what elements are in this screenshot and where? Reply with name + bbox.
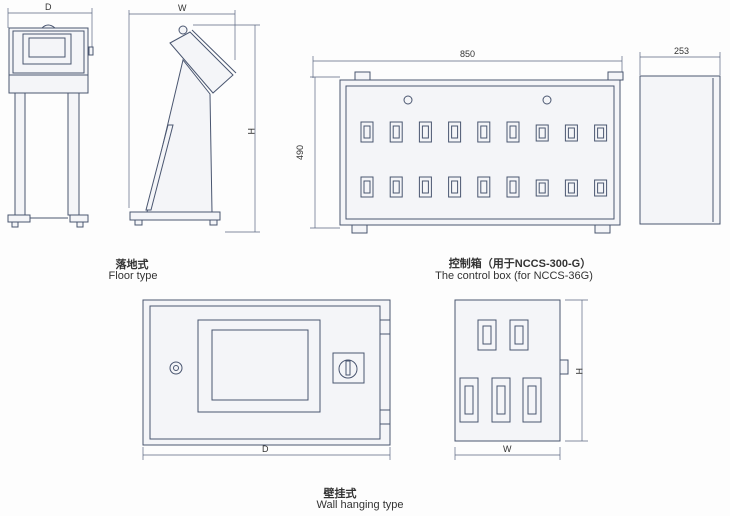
- slot-grid: [360, 121, 608, 198]
- slot: [389, 176, 403, 198]
- slot: [418, 176, 432, 198]
- dim-h-label-wall: H: [574, 368, 584, 375]
- slot-inner: [363, 125, 371, 139]
- slot: [564, 124, 578, 142]
- slot: [360, 176, 374, 198]
- slot-inner: [480, 125, 488, 139]
- control-box-caption-en: The control box (for NCCS-36G): [435, 270, 593, 282]
- slot: [389, 121, 403, 143]
- slot: [506, 121, 520, 143]
- dim-w-label: W: [178, 3, 187, 13]
- slot: [564, 179, 578, 197]
- slot: [477, 176, 491, 198]
- dim-490-label: 490: [295, 145, 305, 160]
- slot: [448, 121, 462, 143]
- dim-w-label-wall: W: [503, 444, 512, 454]
- slot-inner: [597, 127, 605, 139]
- control-box-caption-cn: 控制箱（用于NCCS-300-G）: [448, 258, 592, 270]
- slot-inner: [567, 182, 575, 194]
- slot: [418, 121, 432, 143]
- slot-inner: [363, 180, 371, 194]
- slot: [594, 124, 608, 142]
- slot-inner: [509, 180, 517, 194]
- control-box-front-view: 850 490: [295, 49, 624, 234]
- slot-inner: [480, 180, 488, 194]
- slot-inner: [451, 180, 459, 194]
- slot-inner: [509, 125, 517, 139]
- slot: [477, 121, 491, 143]
- dim-850-label: 850: [460, 49, 475, 59]
- slot-inner: [538, 127, 546, 139]
- wall-front-view: D: [142, 299, 391, 460]
- slot-inner: [451, 125, 459, 139]
- wall-side-view: H W: [454, 299, 588, 460]
- dim-h-label: H: [246, 128, 256, 135]
- slot-inner: [392, 180, 400, 194]
- dim-253-label: 253: [674, 46, 689, 56]
- floor-caption-cn: 落地式: [115, 259, 149, 271]
- slot-inner: [421, 180, 429, 194]
- slot: [448, 176, 462, 198]
- slot-inner: [421, 125, 429, 139]
- slot-inner: [597, 182, 605, 194]
- dim-d-label-wall: D: [262, 444, 269, 454]
- floor-front-view: D: [7, 2, 94, 228]
- wall-caption-cn: 壁挂式: [323, 488, 357, 500]
- floor-caption-en: Floor type: [108, 270, 158, 282]
- slot: [594, 179, 608, 197]
- slot: [360, 121, 374, 143]
- slot-inner: [538, 182, 546, 194]
- slot: [506, 176, 520, 198]
- slot-inner: [567, 127, 575, 139]
- slot: [535, 179, 549, 197]
- wall-caption-en: Wall hanging type: [316, 499, 404, 511]
- control-box-side-view: 253: [639, 46, 721, 225]
- floor-side-view: W H: [128, 3, 260, 233]
- dim-d-label: D: [45, 2, 52, 12]
- slot: [535, 124, 549, 142]
- slot-inner: [392, 125, 400, 139]
